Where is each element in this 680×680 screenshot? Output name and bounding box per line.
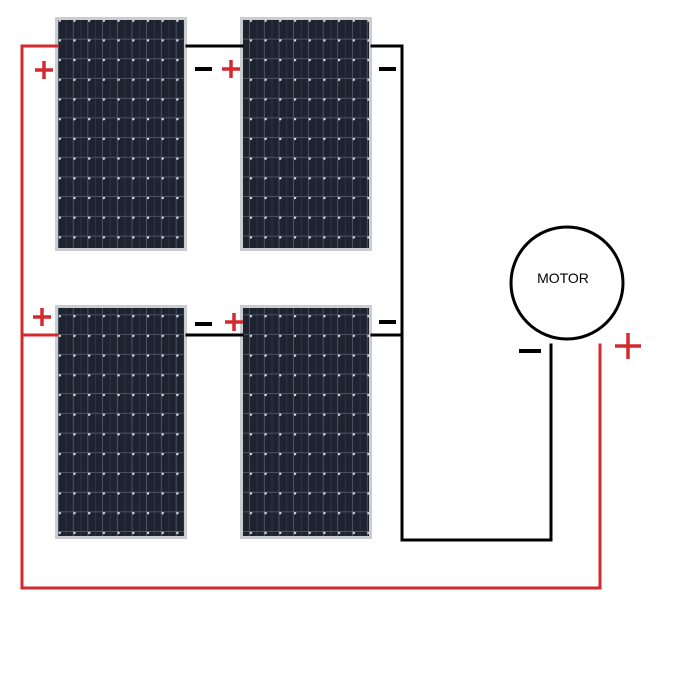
solar-panel-top-right [240, 17, 372, 251]
solar-panel-bottom-left [55, 305, 187, 539]
polarity-markers [33, 60, 641, 359]
motor-circle [509, 225, 625, 341]
motor-label: MOTOR [537, 270, 589, 286]
negative-wiring [185, 44, 553, 542]
pos-wire-top-to-rail [20, 44, 59, 590]
positive-wiring [20, 44, 602, 590]
pos-wire-rail-to-motor [20, 343, 602, 590]
solar-panel-bottom-right [240, 305, 372, 539]
solar-panel-top-left [55, 17, 187, 251]
plus-icon [225, 313, 243, 331]
neg-wire-bus-to-motor [400, 333, 553, 542]
plus-icon [615, 333, 641, 359]
plus-icon [35, 61, 53, 79]
plus-icon [222, 60, 240, 78]
plus-icon [33, 308, 51, 326]
motor: MOTOR [509, 225, 625, 341]
neg-wire-top-to-bus [370, 44, 404, 337]
